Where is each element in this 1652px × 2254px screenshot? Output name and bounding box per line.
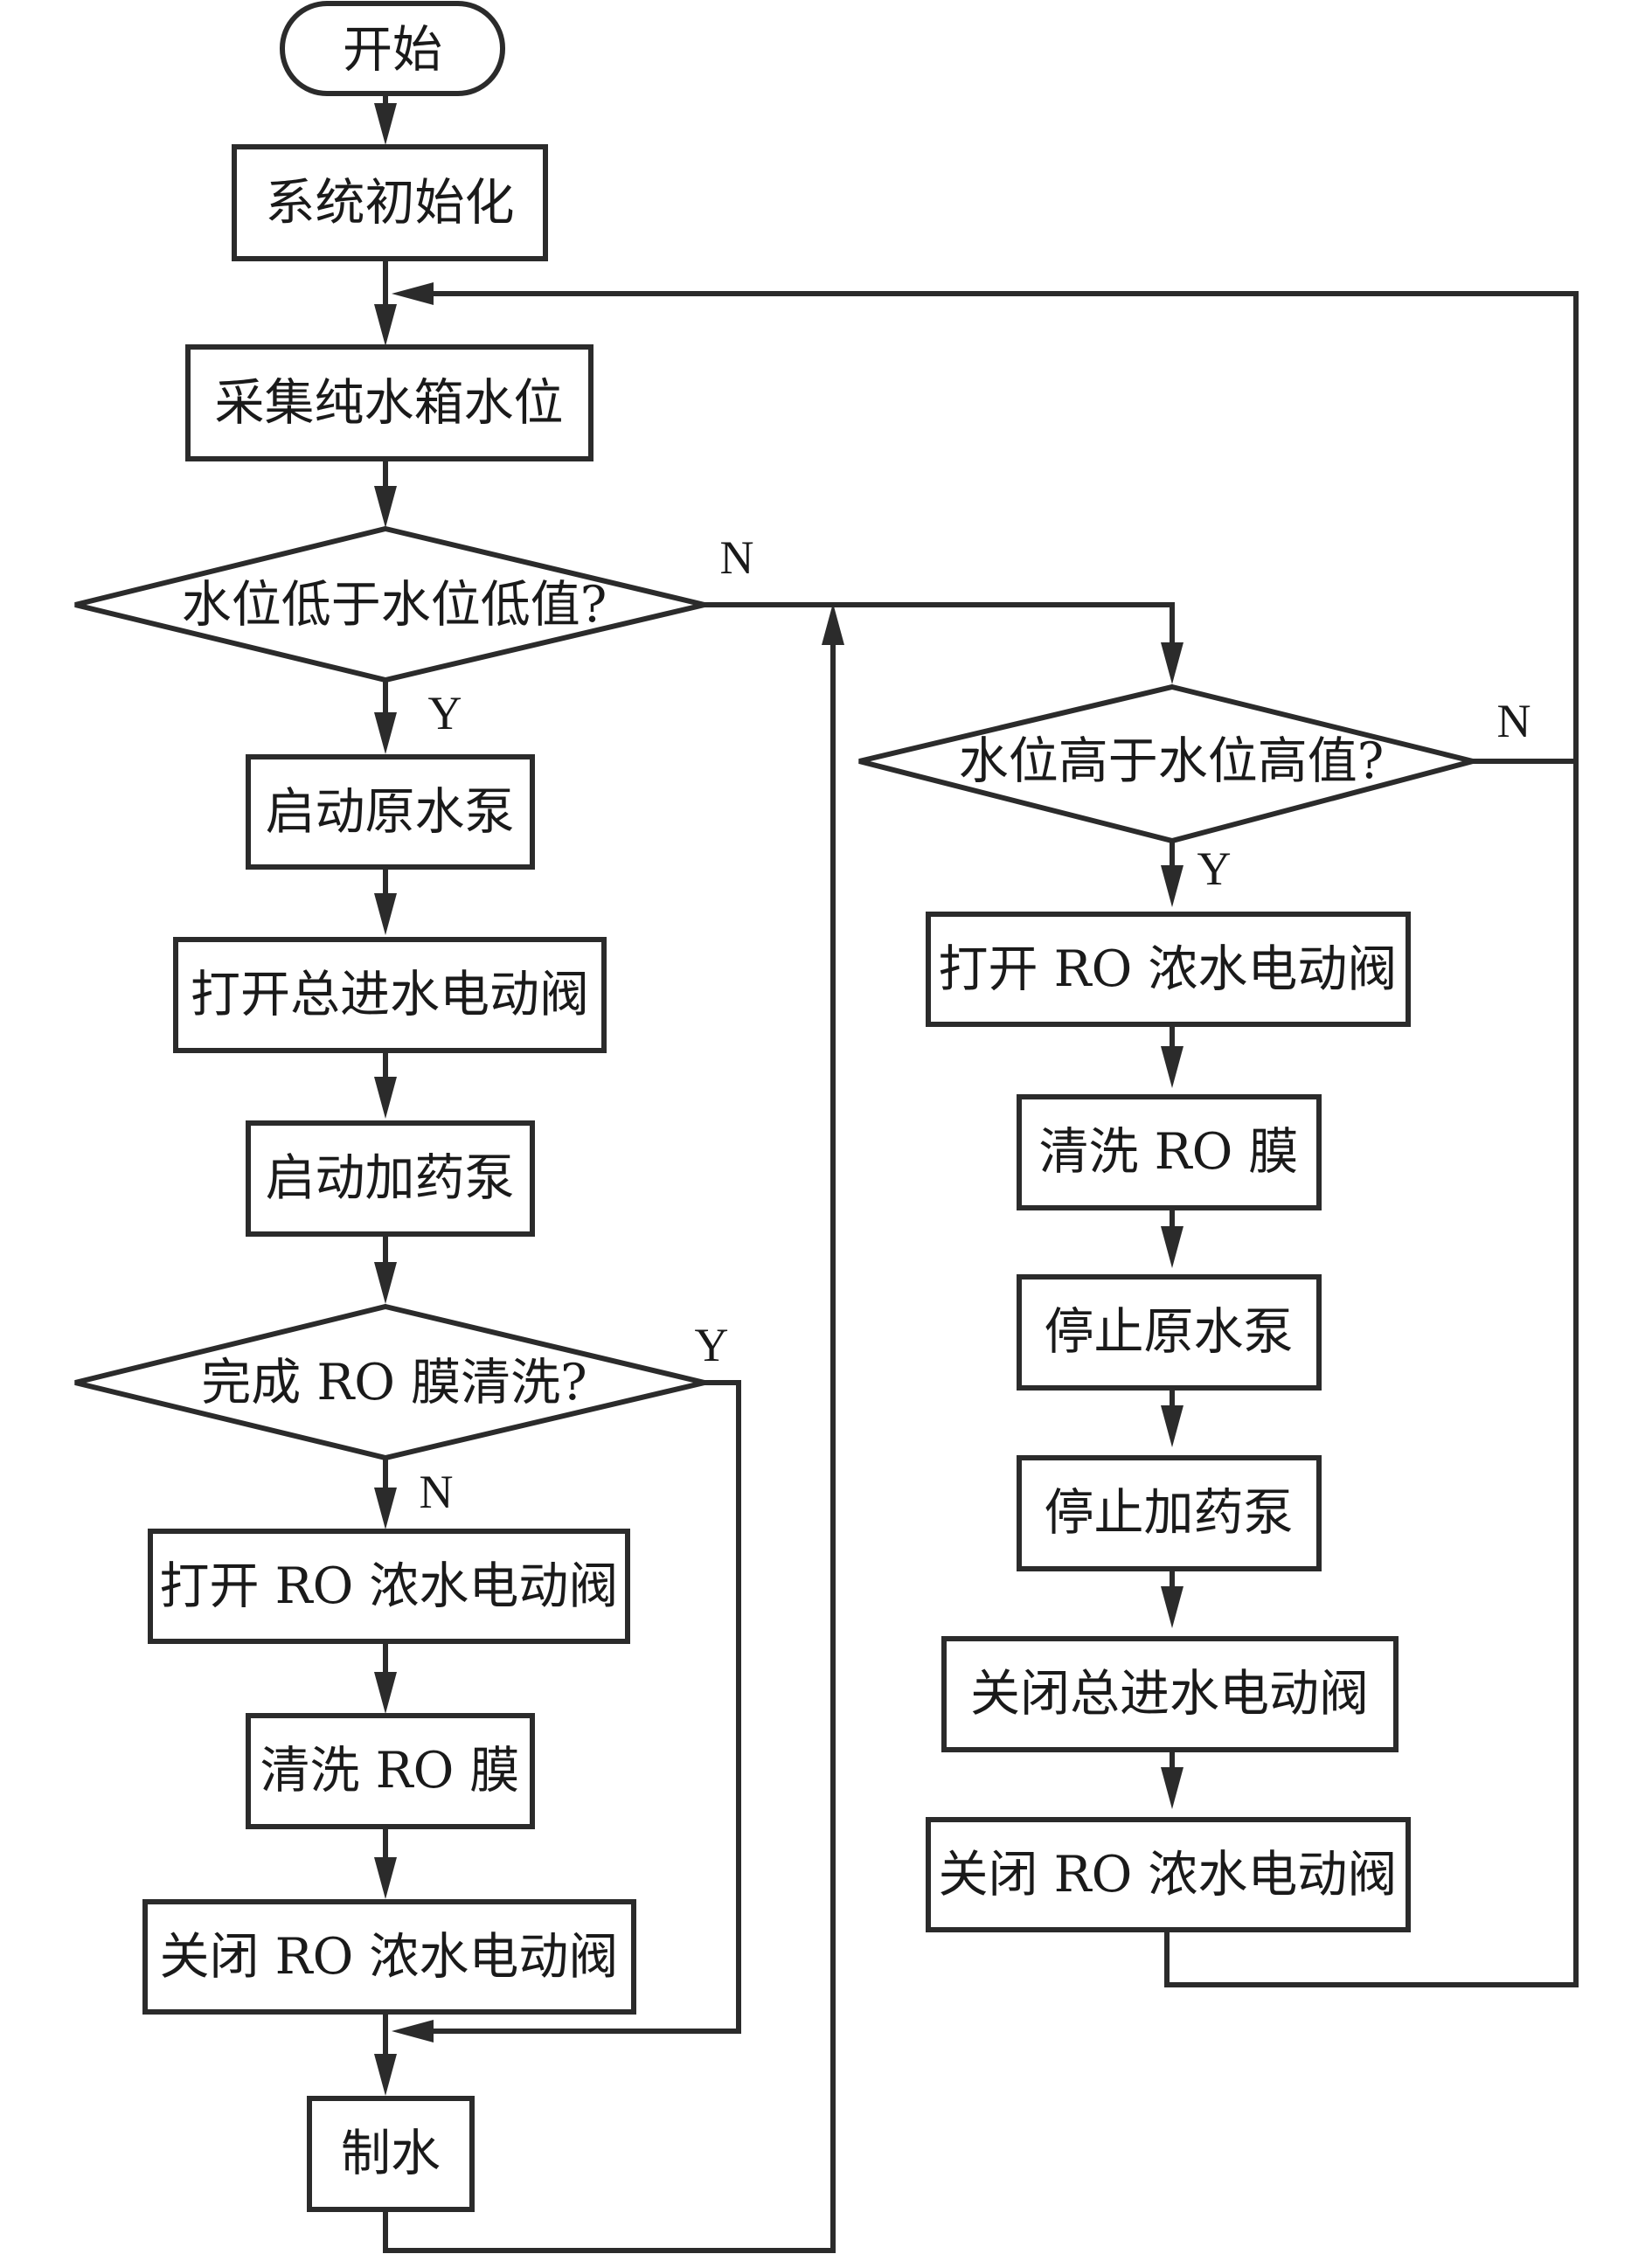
node-stop-raw-pump: 停止原水泵 bbox=[1017, 1274, 1322, 1391]
node-make-water-label: 制水 bbox=[341, 2125, 441, 2182]
branch-labels: N Y N Y Y N bbox=[420, 531, 1531, 1518]
branch-label-no-cleaned: N bbox=[420, 1466, 454, 1518]
node-close-ro-valve-right-label: 关闭 RO 浓水电动阀 bbox=[939, 1846, 1398, 1904]
arrowheads bbox=[374, 103, 1183, 2096]
decision-check-low-label: 水位低于水位低值? bbox=[182, 576, 607, 634]
decision-check-cleaned-label: 完成 RO 膜清洗? bbox=[201, 1354, 587, 1411]
node-close-main-valve: 关闭总进水电动阀 bbox=[941, 1636, 1399, 1752]
node-clean-ro-left: 清洗 RO 膜 bbox=[246, 1713, 535, 1829]
node-open-ro-valve-left: 打开 RO 浓水电动阀 bbox=[148, 1529, 630, 1644]
node-start: 开始 bbox=[280, 1, 505, 96]
node-clean-ro-left-label: 清洗 RO 膜 bbox=[260, 1742, 520, 1800]
branch-label-no-high: N bbox=[1497, 695, 1531, 747]
node-clean-ro-right-label: 清洗 RO 膜 bbox=[1039, 1123, 1299, 1181]
node-init: 系统初始化 bbox=[232, 144, 548, 261]
node-close-ro-valve-right: 关闭 RO 浓水电动阀 bbox=[926, 1817, 1411, 1932]
node-collect-label: 采集纯水箱水位 bbox=[215, 374, 564, 432]
node-close-ro-valve-left-label: 关闭 RO 浓水电动阀 bbox=[160, 1928, 619, 1986]
node-start-label: 开始 bbox=[343, 21, 442, 79]
decision-check-cleaned: 完成 RO 膜清洗? bbox=[74, 1303, 705, 1461]
node-stop-raw-pump-label: 停止原水泵 bbox=[1045, 1303, 1294, 1361]
branch-label-yes-low: Y bbox=[428, 687, 462, 739]
node-start-raw-pump: 启动原水泵 bbox=[246, 754, 535, 870]
node-close-main-valve-label: 关闭总进水电动阀 bbox=[970, 1665, 1369, 1723]
node-start-raw-pump-label: 启动原水泵 bbox=[266, 783, 515, 841]
node-clean-ro-right: 清洗 RO 膜 bbox=[1017, 1094, 1322, 1210]
branch-label-yes-cleaned: Y bbox=[695, 1319, 729, 1371]
branch-label-yes-high: Y bbox=[1197, 843, 1232, 895]
decision-check-high: 水位高于水位高值? bbox=[858, 683, 1474, 844]
node-stop-dosing-pump-label: 停止加药泵 bbox=[1045, 1484, 1294, 1542]
node-collect: 采集纯水箱水位 bbox=[185, 344, 593, 461]
node-make-water: 制水 bbox=[307, 2096, 475, 2212]
branch-label-no-low: N bbox=[720, 531, 754, 584]
connectors bbox=[383, 94, 1579, 2253]
node-open-ro-valve-right-label: 打开 RO 浓水电动阀 bbox=[939, 940, 1398, 998]
node-open-ro-valve-left-label: 打开 RO 浓水电动阀 bbox=[160, 1557, 619, 1615]
node-start-dosing-pump: 启动加药泵 bbox=[246, 1120, 535, 1237]
node-open-main-valve: 打开总进水电动阀 bbox=[173, 937, 607, 1053]
decision-check-high-label: 水位高于水位高值? bbox=[959, 732, 1385, 790]
node-init-label: 系统初始化 bbox=[266, 174, 515, 232]
node-open-ro-valve-right: 打开 RO 浓水电动阀 bbox=[926, 912, 1411, 1027]
node-start-dosing-pump-label: 启动加药泵 bbox=[266, 1149, 515, 1207]
node-stop-dosing-pump: 停止加药泵 bbox=[1017, 1455, 1322, 1571]
node-open-main-valve-label: 打开总进水电动阀 bbox=[191, 966, 589, 1023]
node-close-ro-valve-left: 关闭 RO 浓水电动阀 bbox=[142, 1899, 636, 2015]
decision-check-low: 水位低于水位低值? bbox=[74, 525, 705, 683]
